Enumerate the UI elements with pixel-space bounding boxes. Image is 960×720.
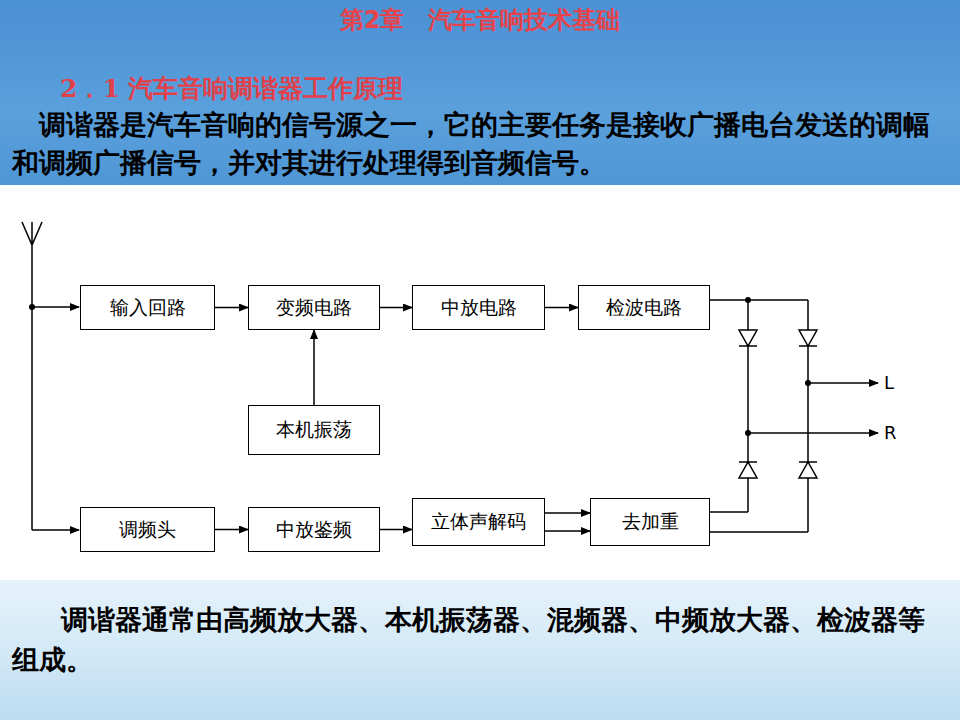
box-label: 检波电路 xyxy=(600,295,688,321)
signal-name: R xyxy=(884,422,897,443)
signal-arrow xyxy=(545,307,578,309)
section-heading: 2．1 汽车音响调谐器工作原理 xyxy=(60,72,404,105)
box-label: 去加重 xyxy=(616,509,685,535)
footer-band xyxy=(0,580,960,720)
box-label: 本机振荡 xyxy=(270,417,358,443)
signal-arrow xyxy=(215,307,248,309)
body-paragraph: 调谐器是汽车音响的信号源之一，它的主要任务是接收广播电台发送的调幅和调频广播信号… xyxy=(12,106,948,182)
antenna-wire xyxy=(32,529,79,531)
signal-arrow xyxy=(545,512,590,514)
process-box: 变频电路 xyxy=(248,285,380,330)
body-paragraph: 调谐器通常由高频放大器、本机振荡器、混频器、中频放大器、检波器等组成。 xyxy=(12,600,948,680)
output-wire xyxy=(808,382,878,384)
signal-arrow xyxy=(313,330,315,405)
process-box: 本机振荡 xyxy=(248,405,380,455)
process-box: 去加重 xyxy=(590,498,710,546)
process-box: 中放电路 xyxy=(412,285,545,330)
box-label: 变频电路 xyxy=(270,295,358,321)
diode-symbol xyxy=(739,330,817,478)
slide-title: 第2章 汽车音响技术基础 xyxy=(0,4,960,36)
process-box: 输入回路 xyxy=(80,285,215,330)
signal-arrow xyxy=(380,307,412,309)
output-wire xyxy=(710,300,808,532)
antenna-wire xyxy=(32,306,79,308)
process-box: 调频头 xyxy=(80,507,215,552)
process-box: 检波电路 xyxy=(578,285,710,330)
box-label: 输入回路 xyxy=(104,295,192,321)
box-label: 立体声解码 xyxy=(425,509,532,535)
signal-arrow xyxy=(380,529,412,531)
signal-arrow xyxy=(545,530,590,532)
signal-name: L xyxy=(884,372,894,393)
box-label: 调频头 xyxy=(113,517,182,543)
signal-arrow xyxy=(215,529,248,531)
antenna-symbol xyxy=(22,222,42,530)
box-label: 中放鉴频 xyxy=(270,517,358,543)
process-box: 中放鉴频 xyxy=(248,507,380,552)
output-wire xyxy=(748,432,878,434)
process-box: 立体声解码 xyxy=(412,498,545,546)
box-label: 中放电路 xyxy=(435,295,523,321)
